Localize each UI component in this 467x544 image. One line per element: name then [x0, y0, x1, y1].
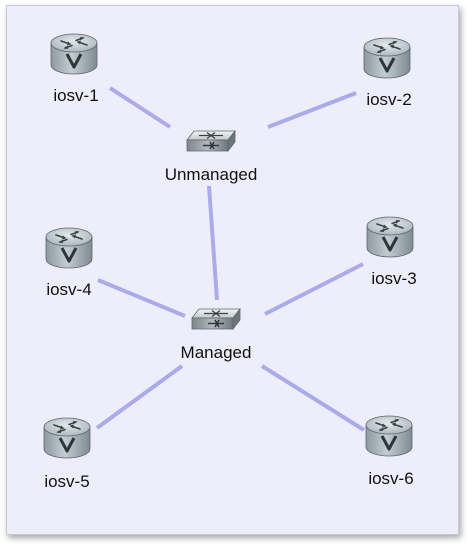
device-label: iosv-5: [44, 472, 89, 491]
device-managed[interactable]: Managed: [181, 308, 252, 362]
device-iosv-3[interactable]: iosv-3: [365, 215, 417, 288]
router-icon: [44, 226, 94, 270]
device-label: iosv-1: [53, 86, 98, 105]
router-icon: [42, 416, 92, 460]
device-unmanaged[interactable]: Unmanaged: [165, 130, 258, 184]
link-unmanaged-managed[interactable]: [207, 185, 219, 301]
device-iosv-5[interactable]: iosv-5: [42, 416, 92, 491]
device-label: iosv-4: [46, 280, 91, 299]
router-icon: [365, 215, 415, 259]
link-iosv-4-managed[interactable]: [97, 278, 186, 318]
device-label: Unmanaged: [165, 165, 258, 184]
switch-icon: [186, 130, 236, 152]
router-icon: [364, 414, 414, 458]
device-label: iosv-6: [368, 469, 413, 488]
link-iosv-2-unmanaged[interactable]: [267, 91, 357, 129]
link-iosv-3-managed[interactable]: [264, 262, 364, 316]
device-label: Managed: [181, 343, 252, 362]
device-iosv-2[interactable]: iosv-2: [362, 36, 412, 109]
router-icon: [362, 36, 412, 80]
link-iosv-6-managed[interactable]: [260, 364, 366, 432]
device-label: iosv-2: [366, 90, 411, 109]
link-iosv-5-managed[interactable]: [95, 364, 184, 430]
switch-icon: [191, 308, 241, 330]
device-label: iosv-3: [371, 269, 416, 288]
router-icon: [49, 32, 99, 76]
device-iosv-1[interactable]: iosv-1: [49, 32, 99, 105]
link-iosv-1-unmanaged[interactable]: [108, 86, 172, 129]
links: [95, 86, 366, 432]
device-iosv-4[interactable]: iosv-4: [44, 226, 94, 299]
device-iosv-6[interactable]: iosv-6: [364, 414, 414, 488]
